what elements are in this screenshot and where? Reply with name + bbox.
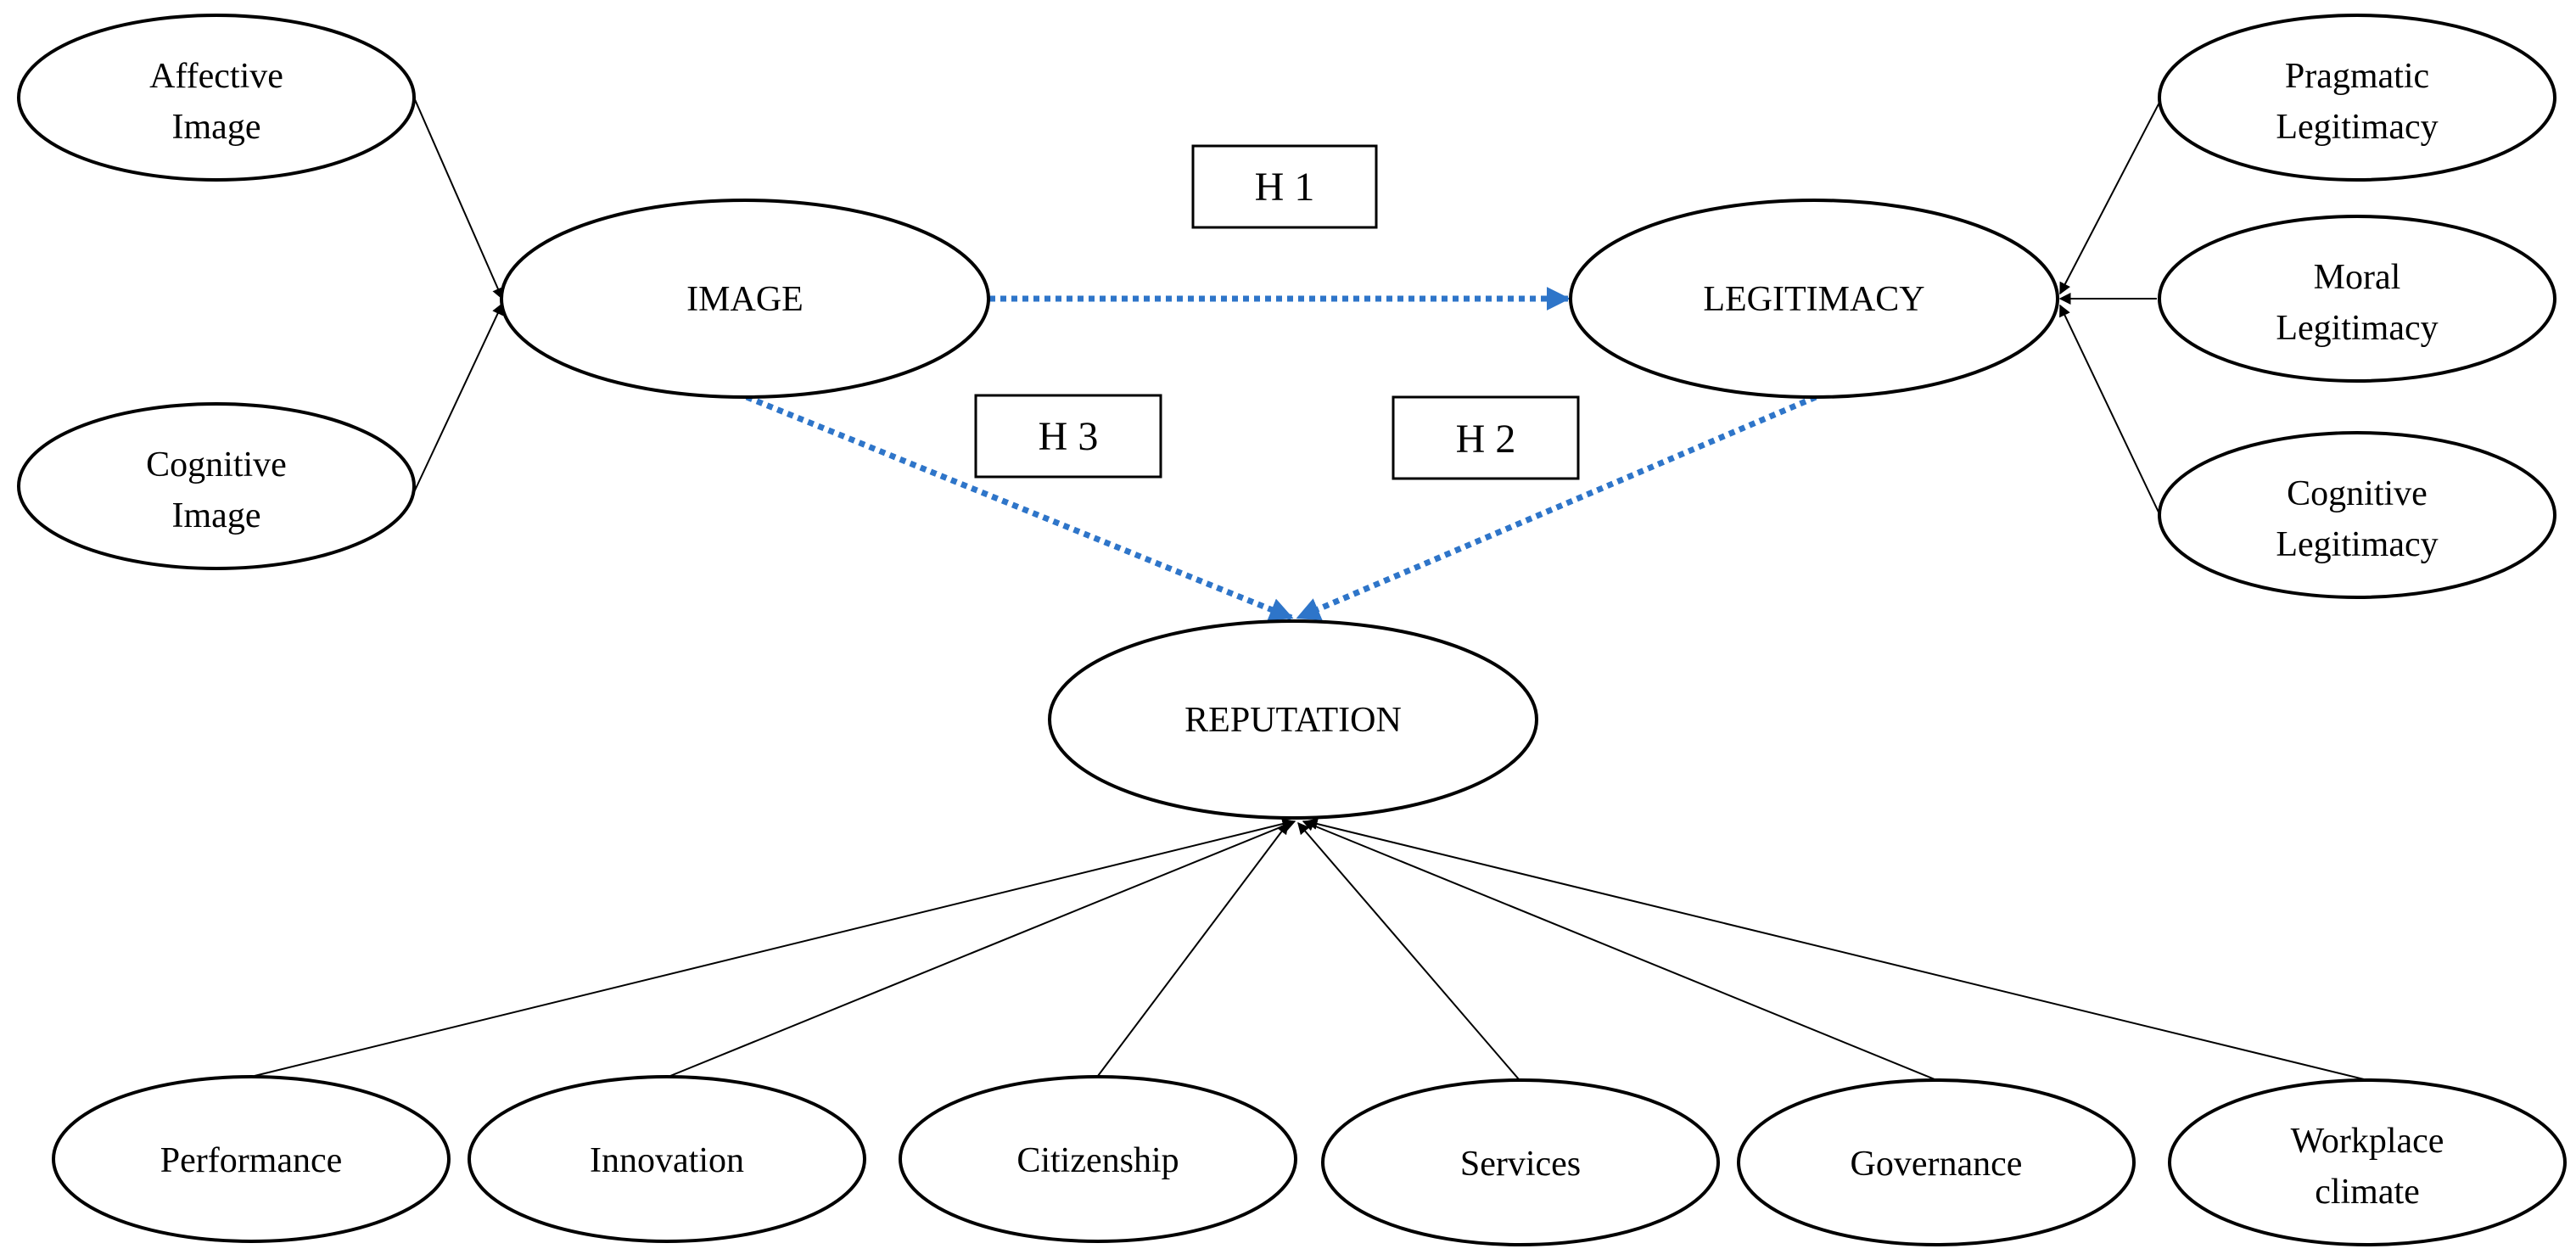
connector-innovation xyxy=(669,820,1296,1077)
dimension-affective-image-ellipse xyxy=(17,14,416,182)
connector-cognitive-image xyxy=(413,302,503,493)
hypothesis-box-h1: H 1 xyxy=(1191,144,1378,229)
dimension-workplace-climate-line1: Workplace xyxy=(2291,1122,2444,1161)
dimension-moral-legitimacy-line1: Moral xyxy=(2314,258,2401,297)
connector-workplace-climate xyxy=(1305,818,2365,1080)
construct-reputation-label: REPUTATION xyxy=(1184,701,1402,740)
dimension-governance-label: Governance xyxy=(1851,1145,2023,1184)
construct-reputation-ellipse xyxy=(1048,619,1538,820)
hypothesis-box-h1-label: H 1 xyxy=(1255,165,1315,210)
dimension-pragmatic-legitimacy-line1: Pragmatic xyxy=(2285,57,2429,96)
dimension-performance-ellipse xyxy=(52,1075,451,1243)
dimension-citizenship: Citizenship xyxy=(899,1075,1297,1243)
dimension-workplace-climate: Workplace climate xyxy=(2168,1078,2567,1246)
dimension-cognitive-image-line2: Image xyxy=(172,496,261,535)
construct-reputation: REPUTATION xyxy=(1048,619,1538,820)
dimension-moral-legitimacy-line2: Legitimacy xyxy=(2276,309,2438,348)
dimension-cognitive-image-line1: Cognitive xyxy=(146,445,287,484)
dimension-cognitive-legitimacy: Cognitive Legitimacy xyxy=(2158,431,2556,599)
dimension-services-ellipse xyxy=(1321,1078,1720,1246)
connector-pragmatic-legitimacy xyxy=(2059,97,2163,295)
connector-performance xyxy=(254,818,1295,1077)
dimension-pragmatic-legitimacy: Pragmatic Legitimacy xyxy=(2158,14,2556,182)
reputation-dimension-connectors xyxy=(254,818,2365,1080)
dimension-innovation: Innovation xyxy=(468,1075,866,1243)
h2-path xyxy=(1296,394,1817,621)
dimension-performance: Performance xyxy=(52,1075,451,1243)
dimension-workplace-climate-ellipse xyxy=(2168,1078,2567,1246)
construct-image: IMAGE xyxy=(500,199,990,399)
dimension-affective-image-line2: Image xyxy=(172,108,261,147)
dimension-moral-legitimacy: Moral Legitimacy xyxy=(2158,215,2556,383)
hypothesis-box-h1-frame xyxy=(1191,144,1378,229)
dimension-cognitive-legitimacy-line2: Legitimacy xyxy=(2276,525,2438,564)
dimension-pragmatic-legitimacy-line2: Legitimacy xyxy=(2276,108,2438,147)
legitimacy-dimension-connectors xyxy=(2058,97,2163,520)
dimension-citizenship-ellipse xyxy=(899,1075,1297,1243)
dimension-services: Services xyxy=(1321,1078,1720,1246)
hypothesis-box-h2: H 2 xyxy=(1392,395,1580,480)
dimension-cognitive-legitimacy-ellipse xyxy=(2158,431,2556,599)
hypothesis-paths xyxy=(745,287,1817,621)
image-dimension-connectors xyxy=(413,97,504,493)
hypothesis-box-h2-label: H 2 xyxy=(1456,417,1516,462)
connector-citizenship xyxy=(1097,821,1289,1077)
h3-path xyxy=(745,394,1294,621)
construct-legitimacy: LEGITIMACY xyxy=(1569,199,2059,399)
hypothesis-box-h3-frame xyxy=(974,394,1162,479)
hypothesis-box-h3: H 3 xyxy=(974,394,1162,479)
dimension-cognitive-legitimacy-line1: Cognitive xyxy=(2287,474,2428,513)
hypothesis-box-h2-frame xyxy=(1392,395,1580,480)
construct-image-ellipse xyxy=(500,199,990,399)
dimension-cognitive-image-ellipse xyxy=(17,402,416,570)
dimension-services-label: Services xyxy=(1460,1145,1581,1184)
dimension-citizenship-label: Citizenship xyxy=(1016,1141,1179,1180)
connector-governance xyxy=(1302,820,1935,1080)
dimension-innovation-ellipse xyxy=(468,1075,866,1243)
dimension-cognitive-image: Cognitive Image xyxy=(17,402,416,570)
dimension-affective-image-line1: Affective xyxy=(149,57,283,96)
construct-image-label: IMAGE xyxy=(686,280,804,319)
dimension-affective-image: Affective Image xyxy=(17,14,416,182)
dimension-workplace-climate-line2: climate xyxy=(2315,1173,2420,1212)
connector-affective-image xyxy=(413,97,504,300)
dimension-governance: Governance xyxy=(1737,1078,2136,1246)
dimension-innovation-label: Innovation xyxy=(590,1141,744,1180)
dimension-performance-label: Performance xyxy=(160,1141,343,1180)
connector-cognitive-legitimacy xyxy=(2059,304,2163,520)
dimension-governance-ellipse xyxy=(1737,1078,2136,1246)
dimension-pragmatic-legitimacy-ellipse xyxy=(2158,14,2556,182)
construct-legitimacy-label: LEGITIMACY xyxy=(1703,280,1924,319)
construct-legitimacy-ellipse xyxy=(1569,199,2059,399)
connector-services xyxy=(1297,821,1520,1080)
hypothesis-box-h3-label: H 3 xyxy=(1039,414,1099,459)
dimension-moral-legitimacy-ellipse xyxy=(2158,215,2556,383)
